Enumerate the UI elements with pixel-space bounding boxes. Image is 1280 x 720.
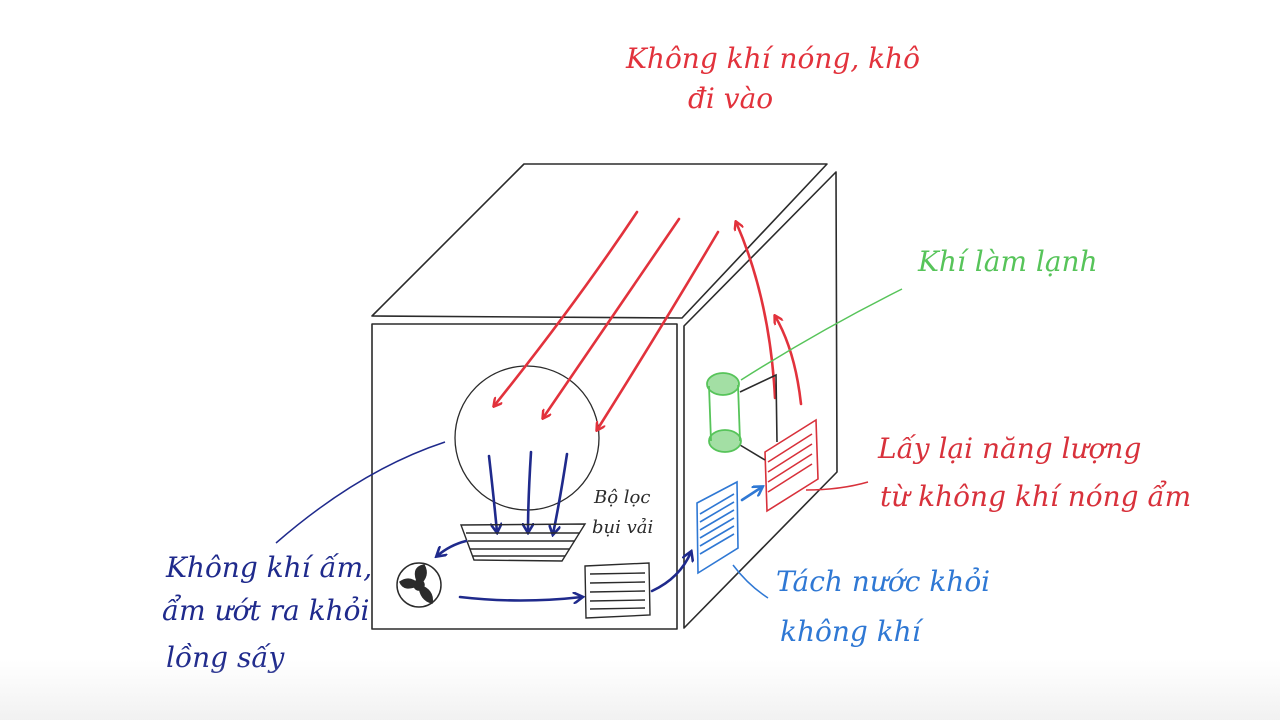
condenser-to-side-arrow: [650, 552, 691, 593]
front-condenser-line: [589, 581, 646, 584]
water-separator-line: [699, 501, 735, 523]
front-condenser-line: [589, 599, 646, 602]
energy-recovery-label-line2: từ không khí nóng ẩm: [880, 480, 1191, 513]
refrigerant-pipe: [739, 444, 766, 461]
front-condenser-line: [589, 607, 646, 610]
hot-air-arrow-2: [543, 217, 681, 418]
exhaust-arrow-2: [775, 316, 803, 406]
exhaust-arrow-1: [736, 222, 777, 400]
energy-recovery-line: [767, 453, 813, 483]
water-separation-label-line1: Tách nước khỏi: [776, 565, 990, 598]
water-separator-line: [699, 493, 735, 515]
lint-filter-label-line2: bụi vải: [592, 517, 653, 538]
water-separator-line: [699, 509, 735, 531]
water-separator-frame: [696, 480, 739, 575]
energy-recovery-frame: [764, 418, 819, 513]
water-separator-line: [699, 533, 735, 555]
water-separation-label-line2: không khí: [780, 615, 924, 648]
compressor-icon: [706, 372, 742, 453]
refrigerant-pipe: [739, 373, 778, 443]
separator-to-recovery-arrow: [740, 487, 762, 502]
front-condenser: [584, 562, 651, 619]
lint-filter: [459, 523, 587, 562]
lint-filter-label-line1: Bộ lọc: [593, 487, 650, 508]
hot-dry-in-label-line2: đi vào: [688, 82, 773, 115]
humid-out-label-line1: Không khí ấm,: [165, 551, 372, 584]
energy-recovery-label-line1: Lấy lại năng lượng: [877, 432, 1141, 465]
drum-down-arrow-1: [487, 454, 497, 532]
humid-out-leader-line: [275, 441, 446, 544]
cabinet-top-face: [371, 163, 828, 319]
energy-recovery-line: [767, 433, 813, 463]
energy-recovery-unit: [764, 418, 819, 513]
dryer-cabinet: [371, 163, 838, 630]
hot-air-arrow-1: [494, 210, 639, 406]
energy-recovery-leader-line: [805, 481, 869, 491]
cabinet-front-face: [371, 323, 678, 630]
hot-air-arrow-3: [597, 230, 720, 430]
drum-circle: [454, 365, 600, 511]
front-condenser-line: [589, 590, 646, 593]
cabinet-right-face: [683, 171, 838, 629]
drum-down-arrow-3: [553, 452, 569, 534]
hot-air-arrows: [494, 210, 803, 430]
fan-icon: [396, 562, 442, 608]
refrigerant-label: Khí làm lạnh: [917, 245, 1098, 278]
lint-flow-arrows: [487, 450, 569, 534]
hot-dry-in-label-line1: Không khí nóng, khô: [625, 42, 920, 75]
water-separator-line: [699, 525, 735, 547]
water-separator: [696, 480, 739, 575]
refrigerant-loop: [739, 373, 778, 461]
water-separator-line: [699, 517, 735, 539]
energy-recovery-line: [767, 463, 813, 493]
front-condenser-frame: [584, 562, 651, 619]
refrigerant-leader-line: [740, 288, 903, 381]
filter-to-fan-arrow: [437, 539, 468, 556]
humid-out-label-line3: lồng sấy: [166, 641, 285, 674]
energy-recovery-line: [767, 443, 813, 473]
humid-out-label-line2: ẩm ướt ra khỏi: [162, 594, 369, 627]
lint-filter-frame: [459, 523, 587, 562]
fan-to-condenser-arrow: [458, 597, 582, 601]
front-condenser-line: [589, 572, 646, 575]
water-separation-leader-line: [732, 564, 769, 599]
drum-down-arrow-2: [528, 450, 531, 532]
